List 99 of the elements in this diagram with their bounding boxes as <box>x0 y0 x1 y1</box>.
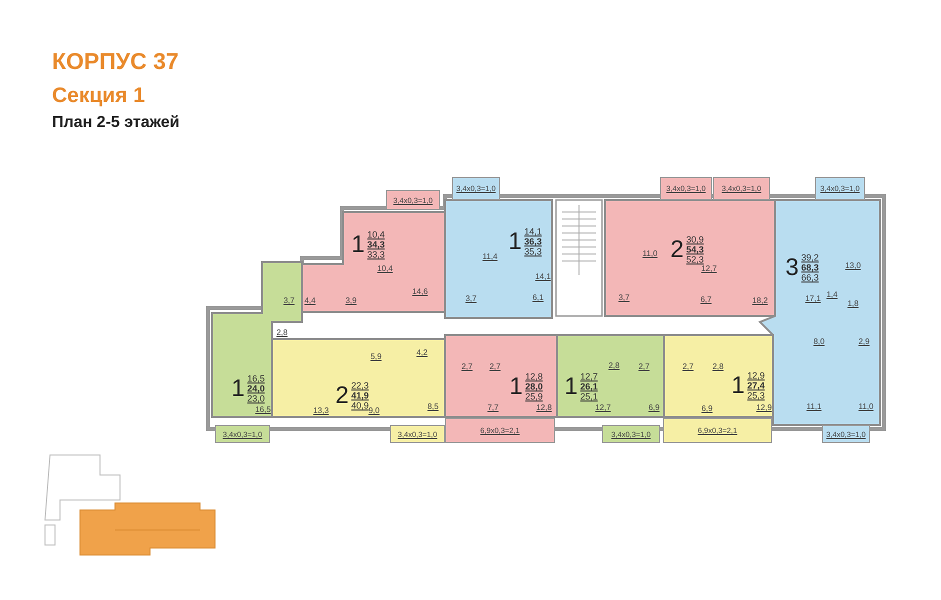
room-count: 1 <box>564 375 578 399</box>
apartment-area-value: 25,3 <box>747 392 765 400</box>
apartment-area-value: 33,3 <box>367 250 385 260</box>
apartment-area-value: 24,0 <box>247 384 265 394</box>
balcony <box>390 425 445 443</box>
balcony <box>215 425 270 443</box>
apartment-area-value: 68,3 <box>801 264 819 272</box>
room-area-label: 6,9 <box>701 405 713 413</box>
apartment-area-value: 54,3 <box>686 246 704 254</box>
room-area-label: 2,8 <box>712 363 724 371</box>
room-area-label: 2,8 <box>608 362 620 370</box>
apartment-area-value: 40,9 <box>351 402 369 410</box>
room-count: 1 <box>231 377 245 401</box>
room-area-label: 11,0 <box>858 403 874 411</box>
apartment-area-value: 28,0 <box>525 382 543 392</box>
apartment-area-value: 12,7 <box>580 372 598 382</box>
room-area-label: 3,9 <box>345 297 357 305</box>
apartment-area-value: 12,9 <box>747 372 765 380</box>
apartment-area-value: 12,8 <box>525 372 543 382</box>
apartment-plan <box>272 339 445 417</box>
room-count: 1 <box>351 233 365 257</box>
balcony <box>660 177 712 200</box>
room-count: 2 <box>335 384 349 408</box>
room-count: 1 <box>508 230 522 254</box>
apartment-area-value: 16,5 <box>247 374 265 384</box>
room-area-label: 14,6 <box>412 288 428 296</box>
apartment-area-value: 30,9 <box>686 236 704 244</box>
room-area-label: 13,3 <box>313 407 329 415</box>
apartment-plan <box>445 200 552 318</box>
room-area-label: 2,7 <box>638 363 650 371</box>
balcony <box>663 418 772 443</box>
room-area-label: 3,7 <box>283 297 295 305</box>
room-area-label: 2,7 <box>682 363 694 371</box>
room-area-label: 7,7 <box>487 404 499 412</box>
room-area-label: 8,5 <box>427 403 439 411</box>
building-title: КОРПУС 37 <box>52 48 179 75</box>
room-area-label: 6,7 <box>700 296 712 304</box>
apartment-area-value: 25,1 <box>580 392 598 402</box>
room-area-label: 13,0 <box>845 262 861 270</box>
room-count: 1 <box>731 374 745 398</box>
room-area-label: 3,7 <box>618 294 630 302</box>
room-area-label: 12,7 <box>595 404 611 412</box>
room-area-label: 14,1 <box>535 273 551 281</box>
room-area-label: 9,0 <box>368 407 380 415</box>
room-area-label: 11,4 <box>482 253 498 261</box>
balcony <box>602 425 660 443</box>
room-area-label: 2,7 <box>489 363 501 371</box>
apartment-plan <box>302 212 445 312</box>
section-heading: Секция 1 <box>52 84 145 108</box>
room-area-label: 1,4 <box>826 291 838 299</box>
apartment-area-value: 39,2 <box>801 254 819 262</box>
balcony <box>822 425 870 443</box>
room-area-label: 10,4 <box>377 265 393 273</box>
apartment-area-value: 22,3 <box>351 382 369 390</box>
room-area-label: 18,2 <box>752 297 768 305</box>
room-area-label: 2,8 <box>276 329 288 337</box>
apartment-area-value: 66,3 <box>801 274 819 282</box>
room-area-label: 6,1 <box>532 294 544 302</box>
apartment-area-value: 10,4 <box>367 230 385 240</box>
apartment-plan <box>557 335 664 417</box>
room-count: 1 <box>509 375 523 399</box>
apartment-area-value: 26,1 <box>580 382 598 392</box>
room-area-label: 8,0 <box>813 338 825 346</box>
room-area-label: 12,8 <box>536 404 552 412</box>
balcony <box>452 177 500 200</box>
apartment-plan <box>445 335 557 417</box>
floor-plan-heading: План 2-5 этажей <box>52 114 180 132</box>
apartment-area-value: 27,4 <box>747 382 765 390</box>
room-area-label: 6,9 <box>648 404 660 412</box>
apartment-area-value: 23,0 <box>247 394 265 404</box>
apartment-area-value: 35,3 <box>524 248 542 256</box>
room-area-label: 11,0 <box>642 250 658 258</box>
apartment-area-value: 34,3 <box>367 240 385 250</box>
apartment-area-value: 41,9 <box>351 392 369 400</box>
apartment-area-value: 52,3 <box>686 256 704 264</box>
room-area-label: 16,5 <box>255 406 271 414</box>
room-area-label: 12,9 <box>756 404 772 412</box>
room-area-label: 1,8 <box>847 300 859 308</box>
apartment-plan <box>664 335 773 417</box>
balcony <box>386 190 440 210</box>
room-area-label: 2,9 <box>858 338 870 346</box>
apartment-plan <box>605 200 775 316</box>
apartment-area-value: 25,9 <box>525 392 543 402</box>
apartment-area-value: 36,3 <box>524 238 542 246</box>
room-area-label: 12,7 <box>701 265 717 273</box>
room-area-label: 4,4 <box>304 297 316 305</box>
room-area-label: 3,7 <box>465 295 477 303</box>
room-count: 3 <box>785 256 799 280</box>
balcony <box>713 177 770 200</box>
room-area-label: 5,9 <box>370 353 382 361</box>
apartment-area-value: 14,1 <box>524 228 542 236</box>
balcony <box>815 177 865 200</box>
apartment-plan <box>212 262 302 417</box>
room-area-label: 4,2 <box>416 349 428 357</box>
room-count: 2 <box>670 238 684 262</box>
room-area-label: 2,7 <box>461 363 473 371</box>
balcony <box>445 418 555 443</box>
room-area-label: 11,1 <box>806 403 822 411</box>
room-area-label: 17,1 <box>805 295 821 303</box>
